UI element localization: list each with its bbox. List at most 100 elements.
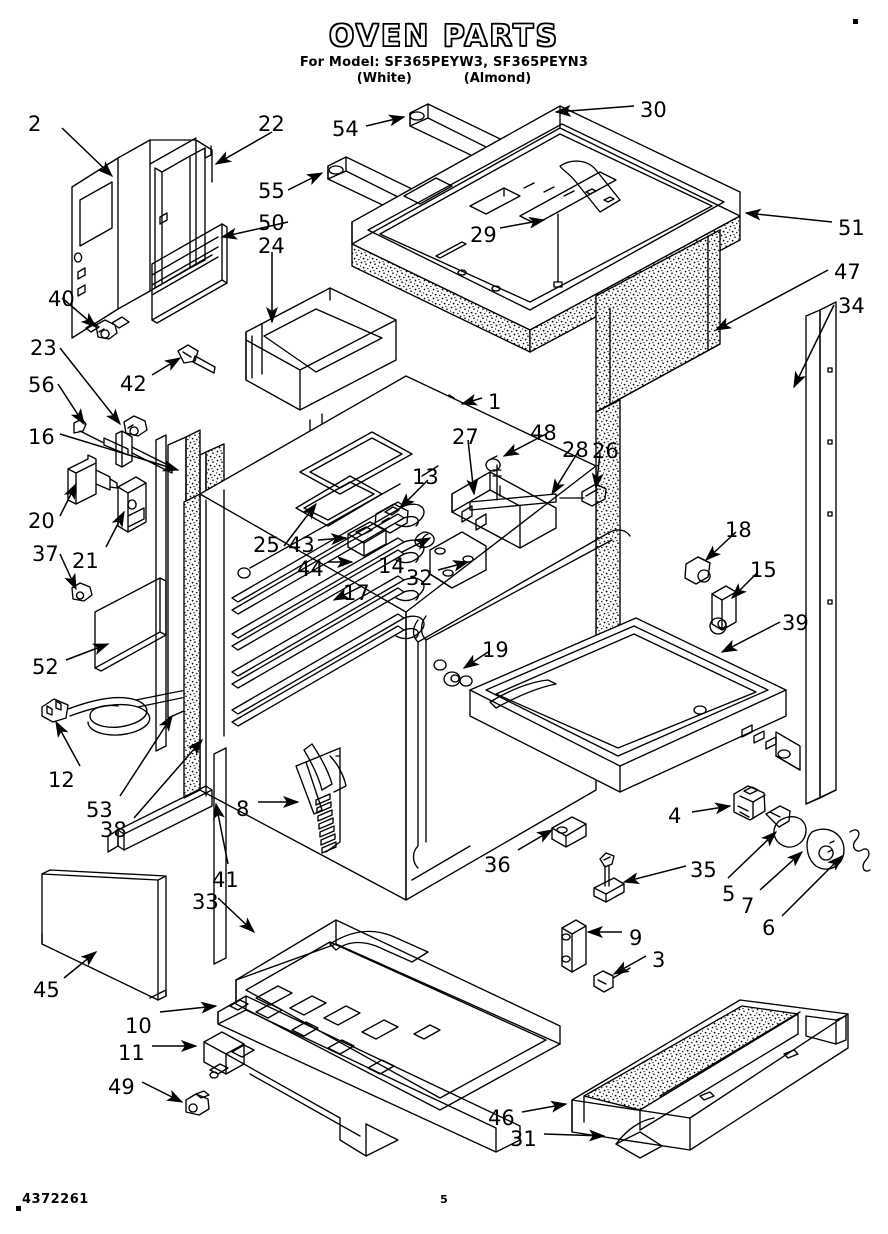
- callout-number-5: 5: [722, 882, 736, 906]
- callout-number-52: 52: [32, 655, 59, 679]
- callout-number-30: 30: [640, 98, 667, 122]
- part-28-bar: [469, 493, 585, 511]
- callout-number-35: 35: [690, 858, 717, 882]
- callout-number-28: 28: [562, 438, 589, 462]
- callout-number-39: 39: [782, 611, 809, 635]
- part-27-bracket: [451, 471, 557, 549]
- callout-number-55: 55: [258, 179, 285, 203]
- finish-almond-label: (Almond): [463, 70, 532, 86]
- part-42-sensor: [177, 344, 216, 374]
- callout-number-1: 1: [488, 390, 502, 414]
- callout-number-37: 37: [32, 542, 59, 566]
- part-7-knob: [806, 828, 845, 870]
- part-40-clip: [95, 319, 118, 340]
- callout-number-13: 13: [412, 465, 439, 489]
- rack-hooks-right: [395, 503, 425, 640]
- part-15-bracket: [709, 585, 737, 635]
- part-12-power-cord: [41, 689, 187, 736]
- part-10-base-rail: [217, 995, 521, 1153]
- part-8-hinge-spring: [295, 743, 347, 854]
- part-45-panel: [41, 869, 167, 1001]
- callout-number-33: 33: [192, 890, 219, 914]
- callout-number-3: 3: [652, 948, 666, 972]
- callout-number-12: 12: [48, 768, 75, 792]
- callout-number-31: 31: [510, 1127, 537, 1151]
- callout-number-8: 8: [236, 797, 250, 821]
- callout-number-10: 10: [125, 1014, 152, 1038]
- callout-number-23: 23: [30, 336, 57, 360]
- part-22-rear-panel: [71, 137, 213, 339]
- part-50-vent-trim: [151, 223, 228, 324]
- callout-number-29: 29: [470, 223, 497, 247]
- part-33-bottom-panel: [235, 919, 561, 1111]
- callout-number-17: 17: [343, 581, 370, 605]
- callout-number-19: 19: [482, 638, 509, 662]
- callout-number-14: 14: [378, 554, 405, 578]
- callout-number-15: 15: [750, 558, 777, 582]
- callout-number-43: 43: [288, 533, 315, 557]
- callout-number-51: 51: [838, 216, 865, 240]
- callout-number-25: 25: [253, 533, 280, 557]
- part-36-bracket: [551, 816, 587, 848]
- callout-number-42: 42: [120, 372, 147, 396]
- part-24-duct: [245, 287, 397, 455]
- part-18-plug: [684, 556, 711, 585]
- part-3-screw: [593, 967, 631, 993]
- part-56-latch-lever: [73, 418, 105, 444]
- base-frame-extra3: [249, 1073, 361, 1137]
- base-frame-extra: [225, 1053, 399, 1157]
- callout-number-6: 6: [762, 916, 776, 940]
- part-48-screw: [485, 455, 502, 501]
- part-44-pin: [237, 567, 251, 579]
- callout-number-27: 27: [452, 425, 479, 449]
- callout-number-54: 54: [332, 117, 359, 141]
- page-title: OVEN PARTS: [328, 19, 560, 54]
- callout-number-56: 56: [28, 373, 55, 397]
- model-line: For Model: SF365PEYW3, SF365PEYN3: [299, 55, 589, 70]
- registration-mark-top-right: [853, 19, 858, 24]
- part-37-clip: [71, 582, 93, 602]
- callout-number-4: 4: [668, 804, 682, 828]
- callout-number-41: 41: [212, 868, 239, 892]
- callout-number-9: 9: [629, 926, 643, 950]
- callout-number-48: 48: [530, 421, 557, 445]
- callout-number-26: 26: [592, 439, 619, 463]
- callout-number-44: 44: [297, 557, 324, 581]
- callout-number-16: 16: [28, 425, 55, 449]
- callout-number-38: 38: [100, 818, 127, 842]
- callout-number-36: 36: [484, 853, 511, 877]
- part-4-lamp-socket: [733, 785, 766, 821]
- part-23-clip: [123, 415, 148, 437]
- registration-mark-bottom-left: [16, 1206, 21, 1211]
- part-46-drawer: [571, 999, 849, 1159]
- callout-number-40: 40: [48, 287, 75, 311]
- callout-number-53: 53: [86, 798, 113, 822]
- callout-number-24: 24: [258, 234, 285, 258]
- part-43-part: [347, 521, 387, 557]
- footer-page-number: 5: [440, 1193, 448, 1206]
- callout-number-18: 18: [725, 518, 752, 542]
- part-34-right-rail: [805, 301, 837, 805]
- callout-number-50: 50: [258, 211, 285, 235]
- part-47-insulation-top: [351, 215, 741, 419]
- finish-line: (White) (Almond): [0, 70, 888, 87]
- part-6-wire-clip: [849, 829, 871, 872]
- cavity-top-details: [295, 431, 607, 589]
- part-44-rod: [249, 483, 401, 569]
- callout-number-49: 49: [108, 1075, 135, 1099]
- footer-part-number: 4372261: [22, 1192, 89, 1207]
- title-block: OVEN PARTS For Model: SF365PEYW3, SF365P…: [0, 19, 888, 87]
- callout-number-34: 34: [838, 294, 865, 318]
- callout-number-45: 45: [33, 978, 60, 1002]
- part-39-door-panel: [469, 617, 801, 793]
- callout-number-22: 22: [258, 112, 285, 136]
- part-20-switch: [67, 454, 118, 505]
- callout-number-46: 46: [488, 1106, 515, 1130]
- cavity-front-frame: [405, 529, 631, 901]
- callout-number-47: 47: [834, 260, 861, 284]
- finish-white-label: (White): [356, 70, 412, 86]
- callout-number-21: 21: [72, 549, 99, 573]
- part-19-screw: [443, 671, 461, 687]
- callout-number-20: 20: [28, 509, 55, 533]
